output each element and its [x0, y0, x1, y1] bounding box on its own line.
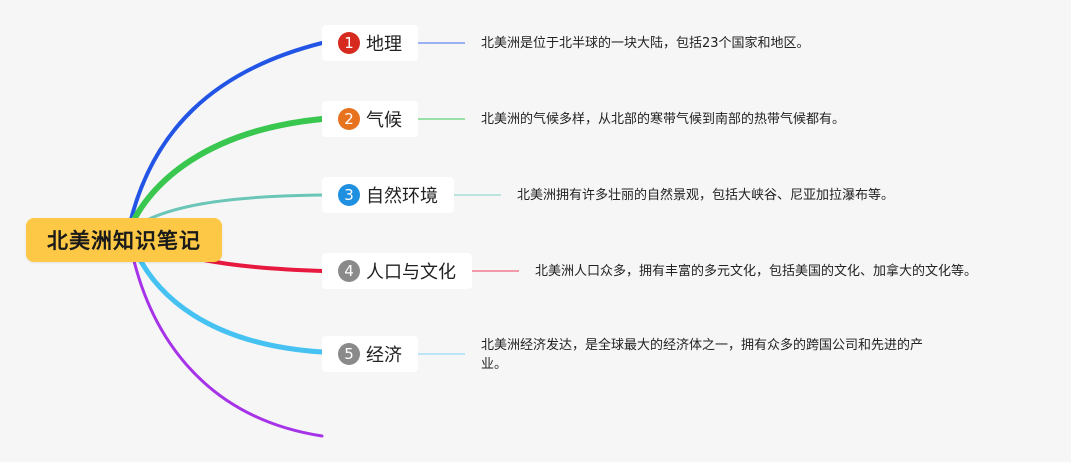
branch-geography — [126, 41, 324, 234]
topic-label: 自然环境 — [366, 186, 438, 207]
note-environment: 北美洲拥有许多壮丽的自然景观，包括大峡谷、尼亚加拉瀑布等。 — [517, 188, 895, 203]
branch-extra — [126, 230, 324, 438]
number-5-icon: 5 — [338, 343, 360, 365]
topic-economy[interactable]: 5 经济 — [322, 336, 418, 372]
topic-population-culture[interactable]: 4 人口与文化 — [322, 253, 472, 289]
topic-label: 经济 — [366, 345, 402, 366]
number-1-icon: 1 — [338, 32, 360, 54]
note-economy-line-2: 业。 — [481, 357, 508, 372]
topic-environment[interactable]: 3 自然环境 — [322, 177, 454, 213]
topic-climate[interactable]: 2 气候 — [322, 101, 418, 137]
note-geography: 北美洲是位于北半球的一块大陆，包括23个国家和地区。 — [481, 36, 810, 51]
number-4-icon: 4 — [338, 260, 360, 282]
topic-geography[interactable]: 1 地理 — [322, 25, 418, 61]
central-topic[interactable]: 北美洲知识笔记 — [26, 218, 222, 262]
topic-label: 地理 — [366, 34, 402, 55]
note-economy-line-1: 北美洲经济发达，是全球最大的经济体之一，拥有众多的跨国公司和先进的产 — [481, 338, 924, 353]
branch-climate — [125, 116, 325, 235]
topic-label: 人口与文化 — [366, 262, 456, 283]
number-2-icon: 2 — [338, 108, 360, 130]
number-3-icon: 3 — [338, 184, 360, 206]
note-economy: 北美洲经济发达，是全球最大的经济体之一，拥有众多的跨国公司和先进的产 业。 — [481, 336, 923, 374]
note-population-culture: 北美洲人口众多，拥有丰富的多元文化，包括美国的文化、加拿大的文化等。 — [535, 264, 978, 279]
topic-label: 气候 — [366, 110, 402, 131]
note-climate: 北美洲的气候多样，从北部的寒带气候到南部的热带气候都有。 — [481, 112, 846, 127]
